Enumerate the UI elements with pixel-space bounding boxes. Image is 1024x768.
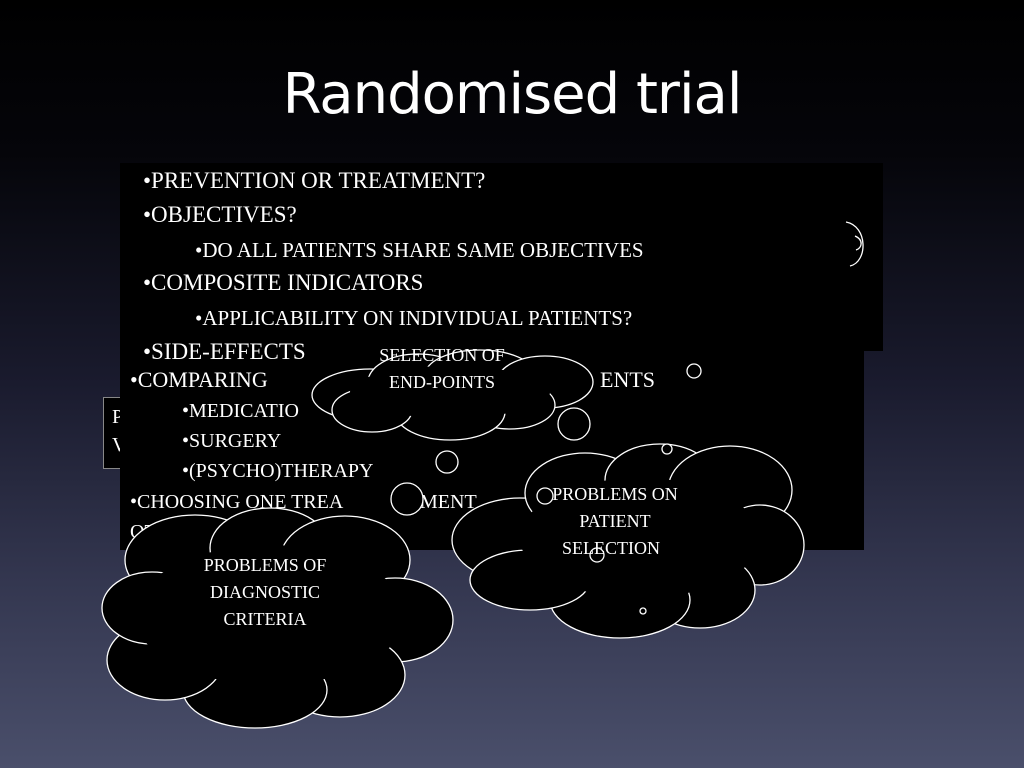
item-prevention-or-treatment: •PREVENTION OR TREATMENT? (143, 168, 486, 193)
endpoints-line-2: END-POINTS (389, 372, 495, 392)
slide-title: Randomised trial (282, 62, 743, 127)
patient-line-1: PROBLEMS ON (552, 484, 678, 504)
item-medication: •MEDICATIO (182, 400, 299, 422)
item-comparing: •COMPARING (130, 367, 268, 392)
item-surgery: •SURGERY (182, 430, 282, 452)
diagnostic-line-1: PROBLEMS OF (203, 555, 327, 575)
patient-cloud-label: PROBLEMS ON PATIENT SELECTION (535, 481, 695, 562)
item-choosing-treatment: •CHOOSING ONE TREA (130, 491, 344, 513)
diagnostic-line-2: DIAGNOSTIC (210, 582, 320, 602)
item-composite-indicators: •COMPOSITE INDICATORS (143, 270, 424, 295)
patient-selection-cloud (390, 443, 805, 639)
left-box-letter-1: P (112, 406, 124, 428)
item-applicability: •APPLICABILITY ON INDIVIDUAL PATIENTS? (195, 306, 633, 330)
endpoints-cloud-label: SELECTION OF END-POINTS (362, 349, 522, 396)
diagnostic-criteria-cloud (101, 507, 454, 729)
upper-right-cloud-edge (845, 221, 864, 267)
item-share-same-objectives: •DO ALL PATIENTS SHARE SAME OBJECTIVES (195, 238, 644, 262)
endpoints-cloud (311, 349, 702, 474)
item-objectives: •OBJECTIVES? (143, 202, 297, 227)
diagnostic-cloud-label: PROBLEMS OF DIAGNOSTIC CRITERIA (185, 552, 345, 633)
item-side-effects: •SIDE-EFFECTS (143, 339, 306, 364)
diagnostic-line-3: CRITERIA (223, 609, 307, 629)
item-choosing-treatment-tail: MENT (420, 491, 477, 513)
patient-line-3: SELECTION (562, 538, 660, 558)
item-comparing-tail: ENTS (600, 367, 655, 392)
endpoints-line-1: SELECTION OF (379, 349, 505, 361)
upper-text-panel (120, 163, 883, 351)
patient-line-2: PATIENT (579, 511, 651, 531)
item-psychotherapy: •(PSYCHO)THERAPY (182, 460, 374, 482)
